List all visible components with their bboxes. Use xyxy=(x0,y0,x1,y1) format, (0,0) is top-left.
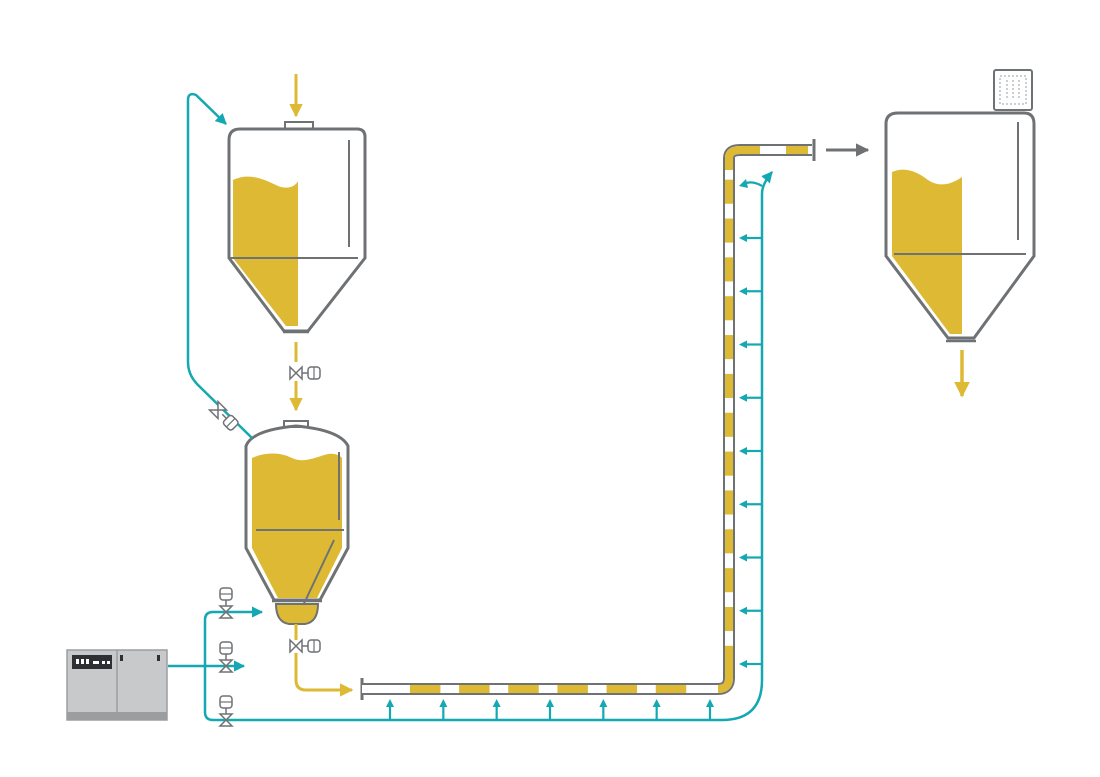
vessel-fluidising-cone xyxy=(274,603,320,625)
product-slug xyxy=(606,685,638,693)
product-slug xyxy=(725,568,733,593)
control-cabinet-icon xyxy=(72,655,112,669)
air-vent-line xyxy=(186,92,253,439)
valve-actuator-icon xyxy=(222,414,239,431)
receiving-hopper xyxy=(884,69,1036,343)
product-slug xyxy=(725,218,733,243)
hopper-inlet-nozzle xyxy=(284,121,314,130)
vent-valve[interactable] xyxy=(207,399,240,432)
air-injection-arrow xyxy=(739,447,762,455)
air-injection-arrow xyxy=(439,699,448,720)
air-injection-arrow xyxy=(599,699,608,720)
air-injection-arrow xyxy=(739,234,762,242)
product-slug xyxy=(725,645,733,670)
product-slug xyxy=(725,373,733,398)
air-main-line xyxy=(203,171,773,722)
product-slug xyxy=(725,606,733,632)
butterfly-valve-icon xyxy=(218,605,234,619)
receiver-shell xyxy=(884,111,1036,340)
air-valve-fluidising[interactable] xyxy=(218,587,234,619)
product-slug xyxy=(557,685,588,693)
product-slug xyxy=(717,668,733,693)
butterfly-valve-icon xyxy=(289,365,303,381)
air-injection-arrow xyxy=(739,606,762,615)
product-slug xyxy=(725,257,733,282)
pressure-vessel xyxy=(244,420,350,625)
air-injection-arrow xyxy=(492,699,501,720)
valve-actuator-icon xyxy=(307,366,321,380)
product-slug xyxy=(725,146,760,170)
vessel-discharge-line xyxy=(294,653,354,697)
air-valve-supply[interactable] xyxy=(218,641,234,673)
air-line-vessel-fluidising xyxy=(203,606,264,666)
hopper-product-fill xyxy=(233,176,298,326)
product-slug xyxy=(725,412,733,437)
air-injection-arrow xyxy=(652,699,661,720)
vessel-discharge-valve[interactable] xyxy=(289,638,321,654)
storage-hopper xyxy=(227,121,367,334)
butterfly-valve-icon xyxy=(289,638,303,654)
product-slugs xyxy=(409,146,808,693)
air-compressor-cabinet xyxy=(66,649,168,721)
air-injection-arrow xyxy=(386,699,394,720)
air-injection-arrow xyxy=(739,500,762,509)
air-injection-points xyxy=(386,179,763,720)
butterfly-valve-icon xyxy=(218,713,234,727)
product-slug xyxy=(786,146,808,154)
vessel-inlet-nozzle xyxy=(283,420,309,428)
butterfly-valve-icon xyxy=(218,659,234,673)
valve-actuator-icon xyxy=(219,587,233,601)
air-valve-main[interactable] xyxy=(218,695,234,727)
receiver-product-fill xyxy=(892,169,962,334)
valve-actuator-icon xyxy=(219,641,233,655)
product-slug xyxy=(459,685,490,693)
product-slug xyxy=(409,685,441,693)
air-injection-arrow xyxy=(739,340,762,349)
butterfly-valve-icon xyxy=(207,399,229,421)
valve-actuator-icon xyxy=(307,639,321,653)
air-injection-arrow xyxy=(546,699,554,720)
product-slug xyxy=(725,451,733,476)
vessel-shell xyxy=(244,424,350,602)
product-slug xyxy=(508,685,539,693)
air-injection-arrow xyxy=(739,287,762,296)
hopper-discharge-valve[interactable] xyxy=(289,365,321,381)
air-injection-arrow xyxy=(739,179,763,188)
product-slug xyxy=(725,335,733,360)
product-slug xyxy=(725,296,733,321)
air-injection-arrow xyxy=(706,699,714,720)
air-injection-arrow xyxy=(739,553,762,562)
product-slug xyxy=(725,490,733,515)
dust-filter-icon xyxy=(993,69,1033,111)
conveying-pipeline xyxy=(360,139,816,700)
product-slug xyxy=(725,179,733,204)
product-slug xyxy=(725,529,733,554)
vessel-product-fill xyxy=(252,453,342,598)
valve-actuator-icon xyxy=(219,695,233,709)
air-injection-arrow xyxy=(739,393,762,402)
product-slug xyxy=(655,685,687,693)
air-injection-arrow xyxy=(739,660,762,668)
